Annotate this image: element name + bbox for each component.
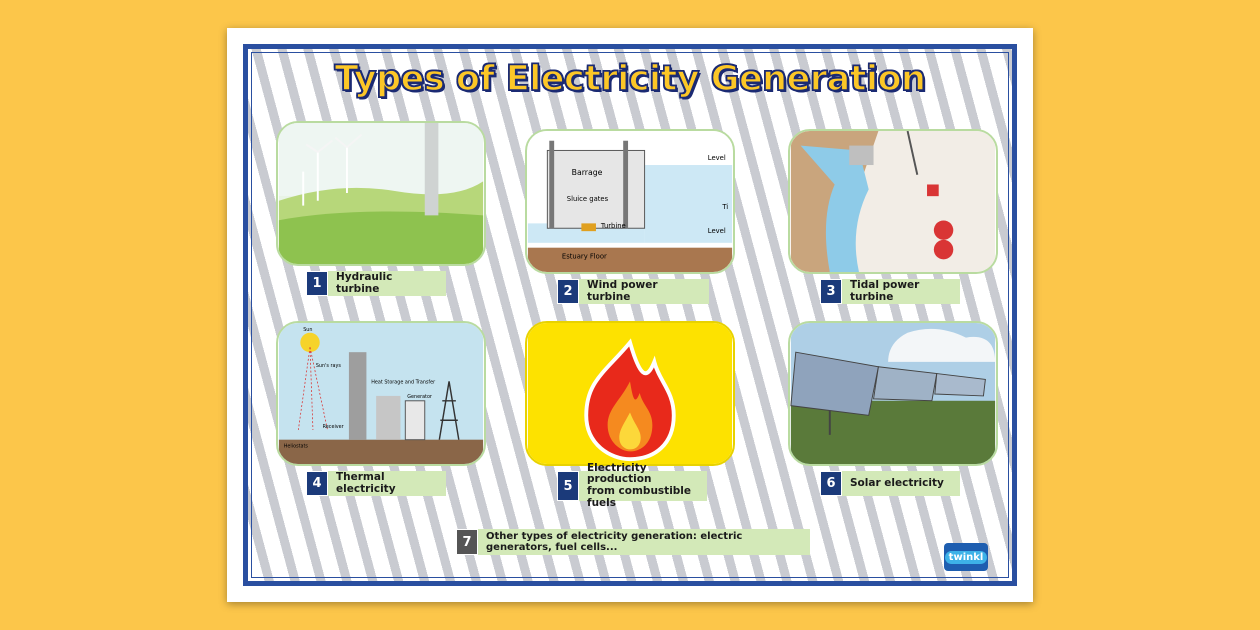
- svg-text:Sluice gates: Sluice gates: [567, 195, 609, 203]
- diagram-label: Sun: [303, 327, 312, 333]
- flame-image: [525, 321, 735, 466]
- caption-1: 1 Hydraulic turbine: [306, 271, 446, 296]
- number-badge: 3: [820, 279, 842, 304]
- svg-text:Generator: Generator: [407, 394, 432, 400]
- caption-label: Wind power turbine: [579, 279, 709, 304]
- svg-text:Ti: Ti: [721, 203, 728, 211]
- twinkl-logo: twinkl: [944, 543, 988, 571]
- caption-5: 5 Electricity production from combustibl…: [557, 462, 707, 508]
- number-badge: 4: [306, 471, 328, 496]
- diagram-label: Barrage: [572, 168, 603, 177]
- caption-line-1: Electricity production: [587, 461, 652, 486]
- number-badge: 2: [557, 279, 579, 304]
- caption-6: 6 Solar electricity: [820, 471, 960, 496]
- caption-line-2: from combustible fuels: [587, 485, 692, 509]
- caption-label: Electricity production from combustible …: [579, 462, 707, 508]
- svg-text:Level: Level: [708, 154, 726, 162]
- svg-text:Receiver: Receiver: [323, 424, 344, 430]
- solar-thermal-diagram: Sun Sun's rays Heat Storage and Transfer…: [276, 321, 486, 466]
- wind-farm-image: [276, 121, 486, 266]
- svg-text:Estuary Floor: Estuary Floor: [562, 252, 607, 260]
- number-badge: 1: [306, 271, 328, 296]
- caption-4: 4 Thermal electricity: [306, 471, 446, 496]
- caption-3: 3 Tidal power turbine: [820, 279, 960, 304]
- svg-text:Sun's rays: Sun's rays: [316, 363, 342, 369]
- caption-label: Tidal power turbine: [842, 279, 960, 304]
- caption-label: Thermal electricity: [328, 471, 446, 496]
- tidal-barrage-diagram: Barrage Sluice gates Turbine Estuary Flo…: [525, 129, 735, 274]
- number-badge: 6: [820, 471, 842, 496]
- caption-label: Solar electricity: [842, 471, 960, 496]
- caption-2: 2 Wind power turbine: [557, 279, 709, 304]
- solar-panels-image: [788, 321, 998, 466]
- svg-text:Heliostats: Heliostats: [284, 443, 309, 449]
- poster: Types of Electricity Generation 1 Hydrau…: [243, 44, 1017, 586]
- svg-text:Heat Storage and Transfer: Heat Storage and Transfer: [371, 379, 435, 385]
- caption-7: 7 Other types of electricity generation:…: [456, 529, 810, 555]
- svg-text:Turbine: Turbine: [600, 222, 626, 230]
- svg-text:Level: Level: [708, 227, 726, 235]
- number-badge: 5: [557, 471, 579, 501]
- caption-label: Other types of electricity generation: e…: [478, 529, 810, 555]
- page-title: Types of Electricity Generation: [334, 58, 927, 100]
- caption-label: Hydraulic turbine: [328, 271, 446, 296]
- hydroelectric-dam-image: [788, 129, 998, 274]
- number-badge: 7: [456, 529, 478, 555]
- poster-sheet: Types of Electricity Generation 1 Hydrau…: [227, 28, 1033, 602]
